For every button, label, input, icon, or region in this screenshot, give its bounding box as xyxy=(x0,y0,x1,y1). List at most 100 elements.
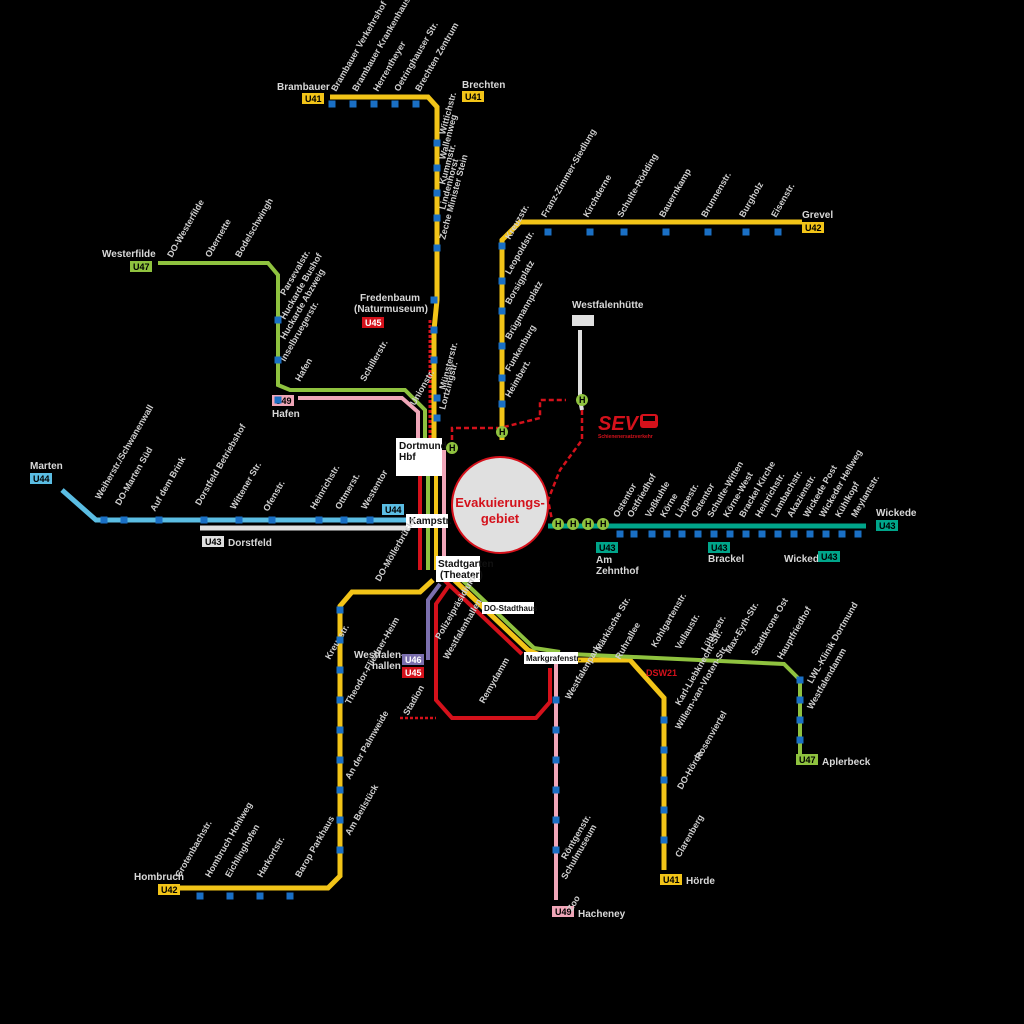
hub-markgrafenstr[interactable]: Markgrafenstr. xyxy=(524,652,581,664)
station-marker[interactable] xyxy=(433,244,441,252)
station-marker[interactable] xyxy=(660,746,668,754)
terminal-brackel: Brackel xyxy=(708,554,744,565)
station-marker[interactable] xyxy=(790,530,798,538)
station-marker[interactable] xyxy=(552,786,560,794)
hub-do-stadthaus[interactable]: DO-Stadthaus xyxy=(482,602,538,614)
station-marker[interactable] xyxy=(660,836,668,844)
station-marker[interactable] xyxy=(274,396,282,404)
badge-westfalenhuette xyxy=(572,315,594,326)
station-marker[interactable] xyxy=(796,676,804,684)
station-marker[interactable] xyxy=(498,307,506,315)
station-marker[interactable] xyxy=(660,776,668,784)
station-marker[interactable] xyxy=(336,786,344,794)
station-marker[interactable] xyxy=(315,516,323,524)
station-marker[interactable] xyxy=(235,516,243,524)
line-u42-northeast xyxy=(499,219,802,440)
station-marker[interactable] xyxy=(544,228,552,236)
station-marker[interactable] xyxy=(822,530,830,538)
station-marker[interactable] xyxy=(370,100,378,108)
station-marker[interactable] xyxy=(796,696,804,704)
station-marker[interactable] xyxy=(552,696,560,704)
station-marker[interactable] xyxy=(430,356,438,364)
station-marker[interactable] xyxy=(854,530,862,538)
station-marker[interactable] xyxy=(726,530,734,538)
station-marker[interactable] xyxy=(586,228,594,236)
station-marker[interactable] xyxy=(328,100,336,108)
station-marker[interactable] xyxy=(336,696,344,704)
station-marker[interactable] xyxy=(662,228,670,236)
station-marker[interactable] xyxy=(660,806,668,814)
station-marker[interactable] xyxy=(336,606,344,614)
station-marker[interactable] xyxy=(430,296,438,304)
station-marker[interactable] xyxy=(742,530,750,538)
station-marker[interactable] xyxy=(710,530,718,538)
hub-dortmund-hbf[interactable]: Dortmund Hbf xyxy=(396,438,447,476)
station-marker[interactable] xyxy=(774,530,782,538)
station-marker[interactable] xyxy=(433,139,441,147)
station-marker[interactable] xyxy=(336,846,344,854)
station-marker[interactable] xyxy=(648,530,656,538)
station-marker[interactable] xyxy=(268,516,276,524)
station-marker[interactable] xyxy=(366,516,374,524)
hub-kampstr[interactable]: Kampstr. xyxy=(406,514,452,528)
station-marker[interactable] xyxy=(256,892,264,900)
station-marker[interactable] xyxy=(196,892,204,900)
station-marker[interactable] xyxy=(620,228,628,236)
station-marker[interactable] xyxy=(433,414,441,422)
station-marker[interactable] xyxy=(430,326,438,334)
station-marker[interactable] xyxy=(200,516,208,524)
station-marker[interactable] xyxy=(758,530,766,538)
station-marker[interactable] xyxy=(274,356,282,364)
station-marker[interactable] xyxy=(704,228,712,236)
station-marker[interactable] xyxy=(433,214,441,222)
station-marker[interactable] xyxy=(340,516,348,524)
station-marker[interactable] xyxy=(226,892,234,900)
station-marker[interactable] xyxy=(349,100,357,108)
station-marker[interactable] xyxy=(433,164,441,172)
station-marker[interactable] xyxy=(552,846,560,854)
station-marker[interactable] xyxy=(660,716,668,724)
station-marker[interactable] xyxy=(286,892,294,900)
station-marker[interactable] xyxy=(433,394,441,402)
station-marker[interactable] xyxy=(552,816,560,824)
station-marker[interactable] xyxy=(552,726,560,734)
badge-u45-fredenbaum: U45 xyxy=(362,317,384,328)
station-marker[interactable] xyxy=(498,242,506,250)
station-marker[interactable] xyxy=(391,100,399,108)
station-marker[interactable] xyxy=(336,726,344,734)
station-marker[interactable] xyxy=(336,636,344,644)
station-marker[interactable] xyxy=(498,342,506,350)
station-marker[interactable] xyxy=(630,530,638,538)
station-marker[interactable] xyxy=(694,530,702,538)
station-marker[interactable] xyxy=(796,716,804,724)
svg-text:U42: U42 xyxy=(161,885,178,895)
station-label: Barop Parkhaus xyxy=(293,814,336,879)
station-marker[interactable] xyxy=(433,189,441,197)
station-marker[interactable] xyxy=(678,530,686,538)
hub-stadtgarten-name-2: (Theater) xyxy=(440,570,483,581)
station-marker[interactable] xyxy=(498,374,506,382)
station-marker[interactable] xyxy=(616,530,624,538)
hub-stadtgarten[interactable]: Stadtgarten (Theater) xyxy=(436,556,494,582)
svg-text:U41: U41 xyxy=(465,92,482,102)
sev-route-1 xyxy=(450,398,566,448)
station-marker[interactable] xyxy=(100,516,108,524)
station-marker[interactable] xyxy=(742,228,750,236)
station-marker[interactable] xyxy=(336,816,344,824)
station-marker[interactable] xyxy=(155,516,163,524)
svg-text:H: H xyxy=(499,427,506,437)
station-marker[interactable] xyxy=(796,736,804,744)
station-marker[interactable] xyxy=(552,756,560,764)
station-marker[interactable] xyxy=(412,100,420,108)
station-marker[interactable] xyxy=(274,316,282,324)
station-marker[interactable] xyxy=(663,530,671,538)
station-marker[interactable] xyxy=(774,228,782,236)
station-marker[interactable] xyxy=(498,400,506,408)
station-marker[interactable] xyxy=(498,277,506,285)
station-marker[interactable] xyxy=(336,756,344,764)
station-marker[interactable] xyxy=(336,666,344,674)
badge-u49-hafen: U49 xyxy=(272,395,294,406)
station-marker[interactable] xyxy=(806,530,814,538)
station-marker[interactable] xyxy=(838,530,846,538)
station-marker[interactable] xyxy=(120,516,128,524)
